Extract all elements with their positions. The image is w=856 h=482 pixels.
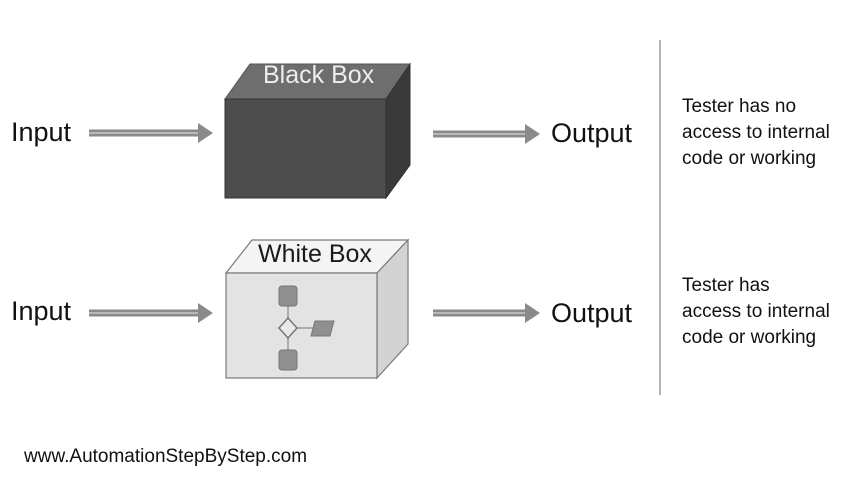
white-row-input-label: Input — [11, 296, 72, 326]
arrow-right-icon — [433, 303, 540, 323]
white-box-front-face — [225, 272, 378, 379]
arrow-right-icon — [89, 303, 213, 323]
black-row-description-line: access to internal — [682, 122, 830, 143]
white-box-title: White Box — [258, 240, 372, 268]
white-row-description-line: access to internal — [682, 301, 830, 322]
flowchart-data — [310, 320, 335, 337]
white-row-description-line: Tester has — [682, 275, 770, 296]
arrow-right-icon — [433, 124, 540, 144]
flowchart-decision — [277, 316, 299, 340]
footer-url: www.AutomationStepByStep.com — [24, 446, 308, 467]
white-row-description-line: code or working — [682, 327, 817, 348]
black-box-cube — [224, 62, 411, 200]
black-row-description-line: Tester has no — [682, 96, 797, 117]
white-box-cube — [224, 238, 410, 380]
black-row-description: Tester has no access to internal code or… — [682, 94, 830, 172]
black-row-input-label: Input — [11, 117, 72, 147]
black-row-description-line: code or working — [682, 148, 817, 169]
white-row-output-label: Output — [551, 298, 633, 328]
black-row-output-label: Output — [551, 118, 633, 148]
flowchart-icon — [277, 285, 335, 371]
black-box-title: Black Box — [263, 61, 375, 89]
arrow-right-icon — [89, 123, 213, 143]
flowchart-process-bottom — [278, 349, 298, 371]
flowchart-process-top — [278, 285, 298, 307]
black-box-front-face — [224, 98, 387, 199]
white-row-description: Tester has access to internal code or wo… — [682, 273, 830, 351]
